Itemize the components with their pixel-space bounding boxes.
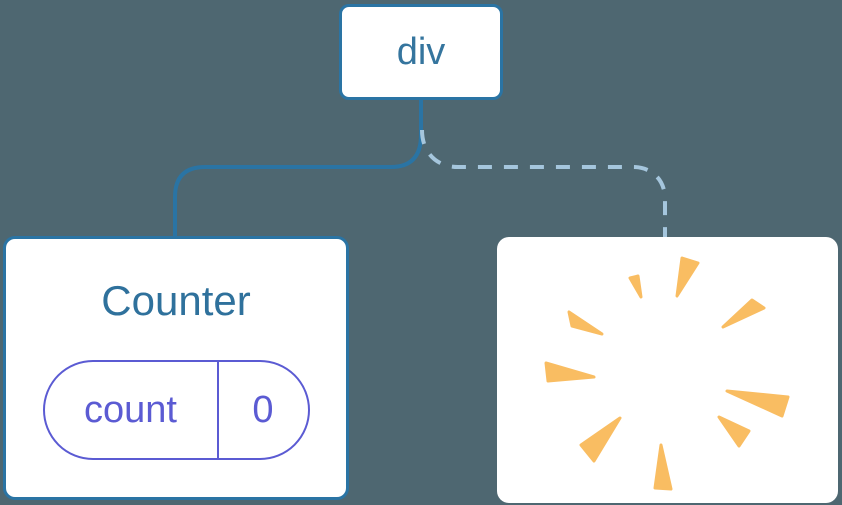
poof-ray: [579, 416, 622, 463]
counter-title: Counter: [101, 277, 251, 324]
tree-node-counter: Counter count 0: [3, 236, 349, 500]
tree-node-div: div: [339, 4, 503, 100]
state-badge: count 0: [42, 360, 310, 460]
state-badge-divider: [216, 362, 219, 458]
poof-ray: [567, 310, 604, 336]
solid-connector-line: [173, 100, 423, 237]
state-key-label: count: [84, 388, 177, 431]
poof-ray: [653, 443, 673, 491]
root-node-label: div: [396, 30, 446, 73]
poof-ray: [725, 389, 790, 418]
poof-ray: [544, 361, 596, 383]
state-value-label: 0: [252, 388, 274, 431]
tree-node-removed: [497, 237, 838, 503]
poof-icon: [544, 256, 790, 491]
dashed-connector-line: [420, 129, 667, 237]
poof-ray: [721, 298, 766, 329]
poof-ray: [717, 415, 751, 448]
poof-ray: [628, 274, 643, 299]
poof-ray: [675, 256, 700, 298]
